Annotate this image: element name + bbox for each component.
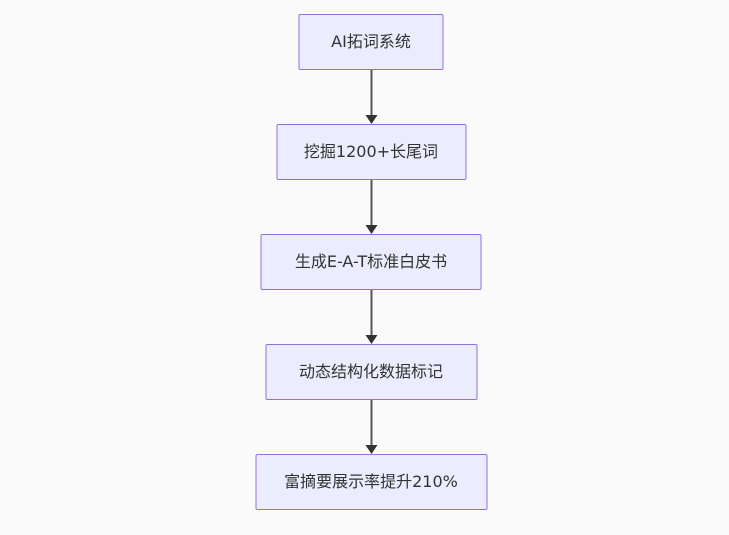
flowchart-edge-2 <box>365 180 377 234</box>
node-label: 生成E-A-T标准白皮书 <box>294 252 448 272</box>
edge-line <box>370 400 372 446</box>
flowchart-node-structured-data: 动态结构化数据标记 <box>265 344 477 400</box>
flowchart-edge-4 <box>365 400 377 454</box>
edge-line <box>370 70 372 116</box>
flowchart-edge-1 <box>365 70 377 124</box>
arrow-down-icon <box>365 115 377 124</box>
arrow-down-icon <box>365 335 377 344</box>
node-label: 动态结构化数据标记 <box>298 362 443 382</box>
arrow-down-icon <box>365 445 377 454</box>
node-label: 挖掘1200+长尾词 <box>303 142 439 162</box>
edge-line <box>370 290 372 336</box>
flowchart-node-longtail-keywords: 挖掘1200+长尾词 <box>276 124 466 180</box>
node-label: AI拓词系统 <box>331 32 411 52</box>
node-label: 富摘要展示率提升210% <box>284 472 458 492</box>
flowchart-edge-3 <box>365 290 377 344</box>
flowchart-node-rich-snippet-rate: 富摘要展示率提升210% <box>255 454 487 510</box>
flowchart-node-eat-whitepaper: 生成E-A-T标准白皮书 <box>260 234 482 290</box>
flowchart-node-ai-system: AI拓词系统 <box>298 14 444 70</box>
arrow-down-icon <box>365 225 377 234</box>
flowchart-column: AI拓词系统 挖掘1200+长尾词 生成E-A-T标准白皮书 动态结构化数据标记 <box>7 0 729 510</box>
edge-line <box>370 180 372 226</box>
